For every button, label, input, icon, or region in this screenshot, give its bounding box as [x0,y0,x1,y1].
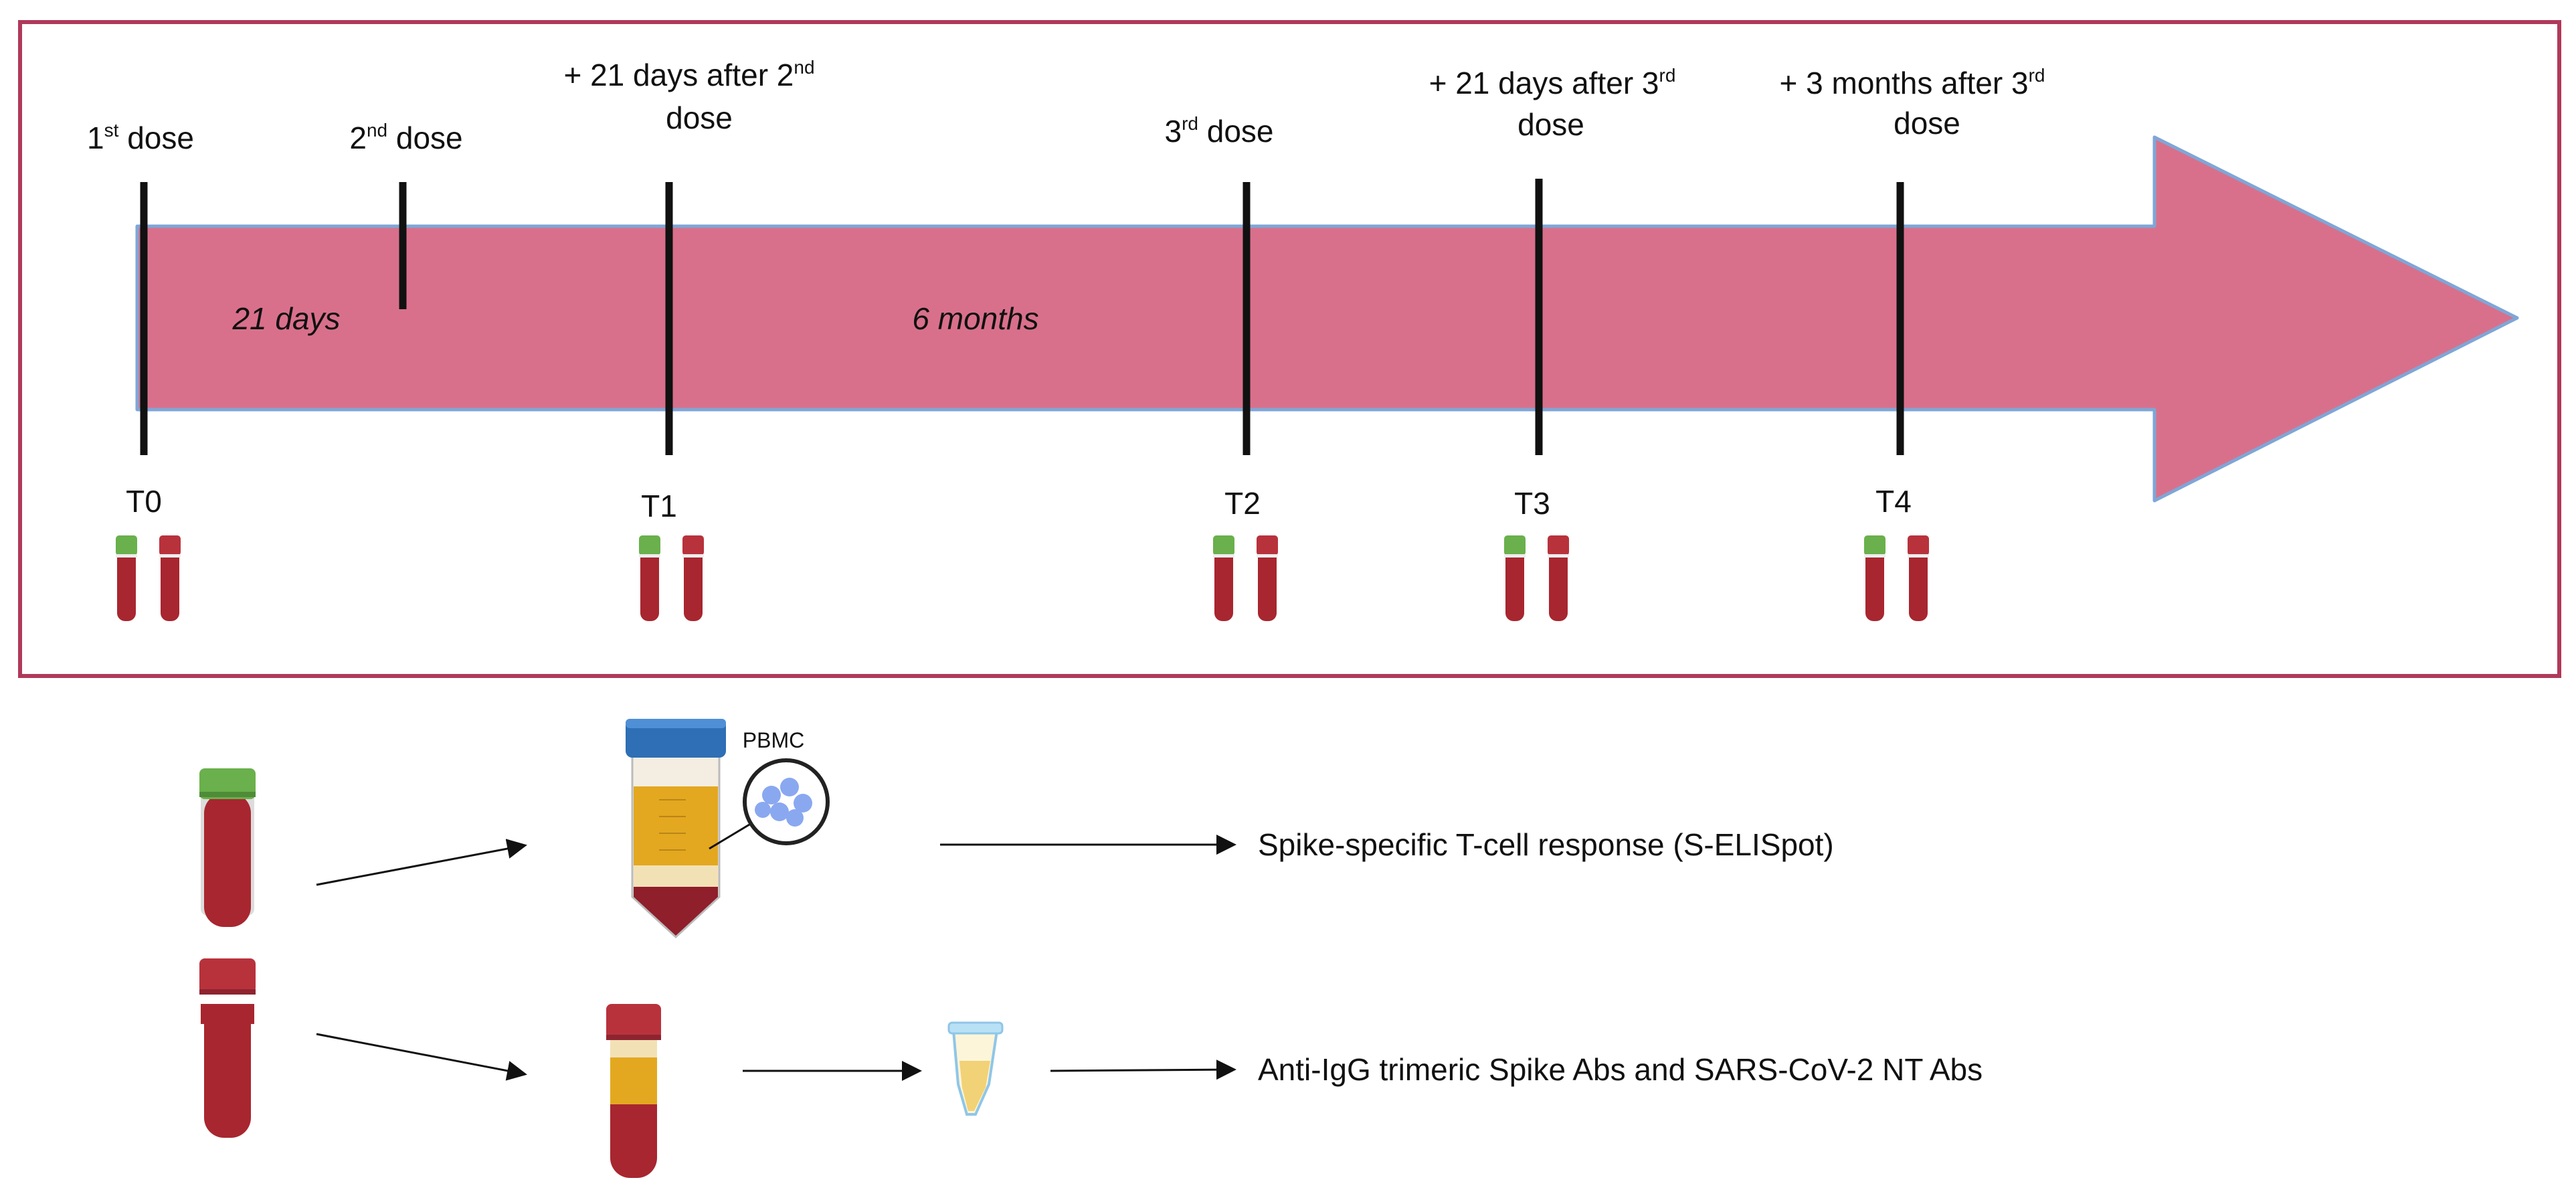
event-label-t1-line1: + 21 days after 2nd [563,57,814,92]
timepoint-label-t0: T0 [126,484,162,519]
red-cap-tube-icon-t0 [159,535,181,621]
timepoint-label-t4: T4 [1875,484,1912,519]
event-label-t4-line2: dose [1894,106,1960,141]
green-cap-blood-tube-icon [199,768,256,927]
timeline-frame [18,20,2561,678]
arrow-to-falcon-tube [316,839,527,886]
timepoint-label-t3: T3 [1514,486,1550,521]
falcon-tube-icon [626,719,726,939]
arrow-to-serology-outcome [1050,1059,1236,1080]
green-cap-tube-icon-t2 [1213,535,1234,621]
event-label-1st-dose: 1st dose [87,120,194,155]
timepoint-label-t2: T2 [1224,486,1261,521]
event-label-t1-line2: dose [666,100,733,135]
event-label-3rd-dose: 3rd dose [1164,113,1273,149]
red-cap-tube-icon-t3 [1548,535,1569,621]
green-cap-tube-icon-t0 [116,535,137,621]
event-label-t3-line2: dose [1517,107,1584,142]
green-cap-tube-icon-t4 [1864,535,1885,621]
timepoint-label-t1: T1 [641,489,677,523]
outcome-elispot: Spike-specific T-cell response (S-ELISpo… [1258,827,1834,862]
green-cap-tube-icon-t3 [1504,535,1526,621]
red-cap-tube-icon-t4 [1908,535,1929,621]
green-cap-tube-icon-t1 [639,535,660,621]
red-cap-tube-icon-t2 [1257,535,1278,621]
eppendorf-tube-icon [947,1021,1004,1116]
pbmc-callout-line [709,823,750,850]
serum-separated-tube-icon [606,1004,661,1178]
event-label-2nd-dose: 2nd dose [349,120,462,155]
event-label-t3-line1: + 21 days after 3rd [1429,65,1676,100]
interval-label-6-months: 6 months [912,301,1038,336]
red-cap-tube-icon-t1 [682,535,704,621]
timeline-arrow [135,135,2519,503]
red-cap-blood-tube-icon [199,958,256,1138]
interval-label-21-days: 21 days [232,301,340,336]
outcome-serology: Anti-IgG trimeric Spike Abs and SARS-CoV… [1258,1052,1983,1087]
pbmc-label: PBMC [743,728,804,752]
pbmc-cells-icon [743,758,830,845]
arrow-to-serum-tube [316,1033,527,1081]
event-label-t4-line1: + 3 months after 3rd [1780,65,2045,100]
sample-tube-pairs [116,535,1929,621]
